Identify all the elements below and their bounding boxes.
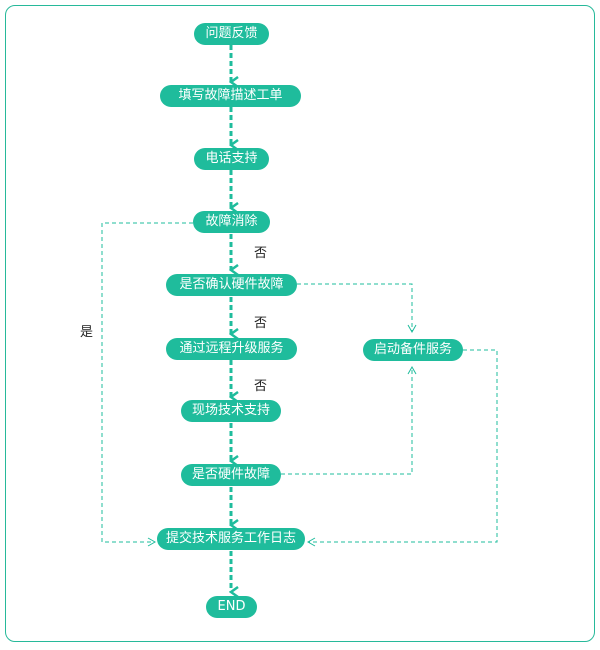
label-no-after-cleared: 否 xyxy=(254,246,268,261)
node-feedback[interactable]: 问题反馈 xyxy=(194,23,269,45)
node-is-hardware[interactable]: 是否硬件故障 xyxy=(181,464,281,486)
node-confirm-hardware[interactable]: 是否确认硬件故障 xyxy=(166,274,297,296)
label-no-after-confirm: 否 xyxy=(254,316,268,331)
node-remote-upgrade[interactable]: 通过远程升级服务 xyxy=(166,338,297,360)
node-submit-log[interactable]: 提交技术服务工作日志 xyxy=(157,528,305,550)
node-fault-cleared[interactable]: 故障消除 xyxy=(193,211,270,233)
diagram-frame xyxy=(5,5,595,642)
node-end[interactable]: END xyxy=(206,596,257,618)
label-no-after-remote: 否 xyxy=(254,379,268,394)
confirm-to-backup-path xyxy=(297,283,417,334)
hardware-to-backup-path xyxy=(281,365,417,475)
label-yes: 是 xyxy=(80,325,94,340)
node-onsite-support[interactable]: 现场技术支持 xyxy=(181,400,281,422)
yes-path-to-submit xyxy=(101,222,193,547)
node-phone-support[interactable]: 电话支持 xyxy=(194,148,269,170)
backup-to-submit-path xyxy=(306,349,498,547)
node-fill-ticket[interactable]: 填写故障描述工单 xyxy=(160,85,301,107)
node-backup-service[interactable]: 启动备件服务 xyxy=(363,339,463,361)
